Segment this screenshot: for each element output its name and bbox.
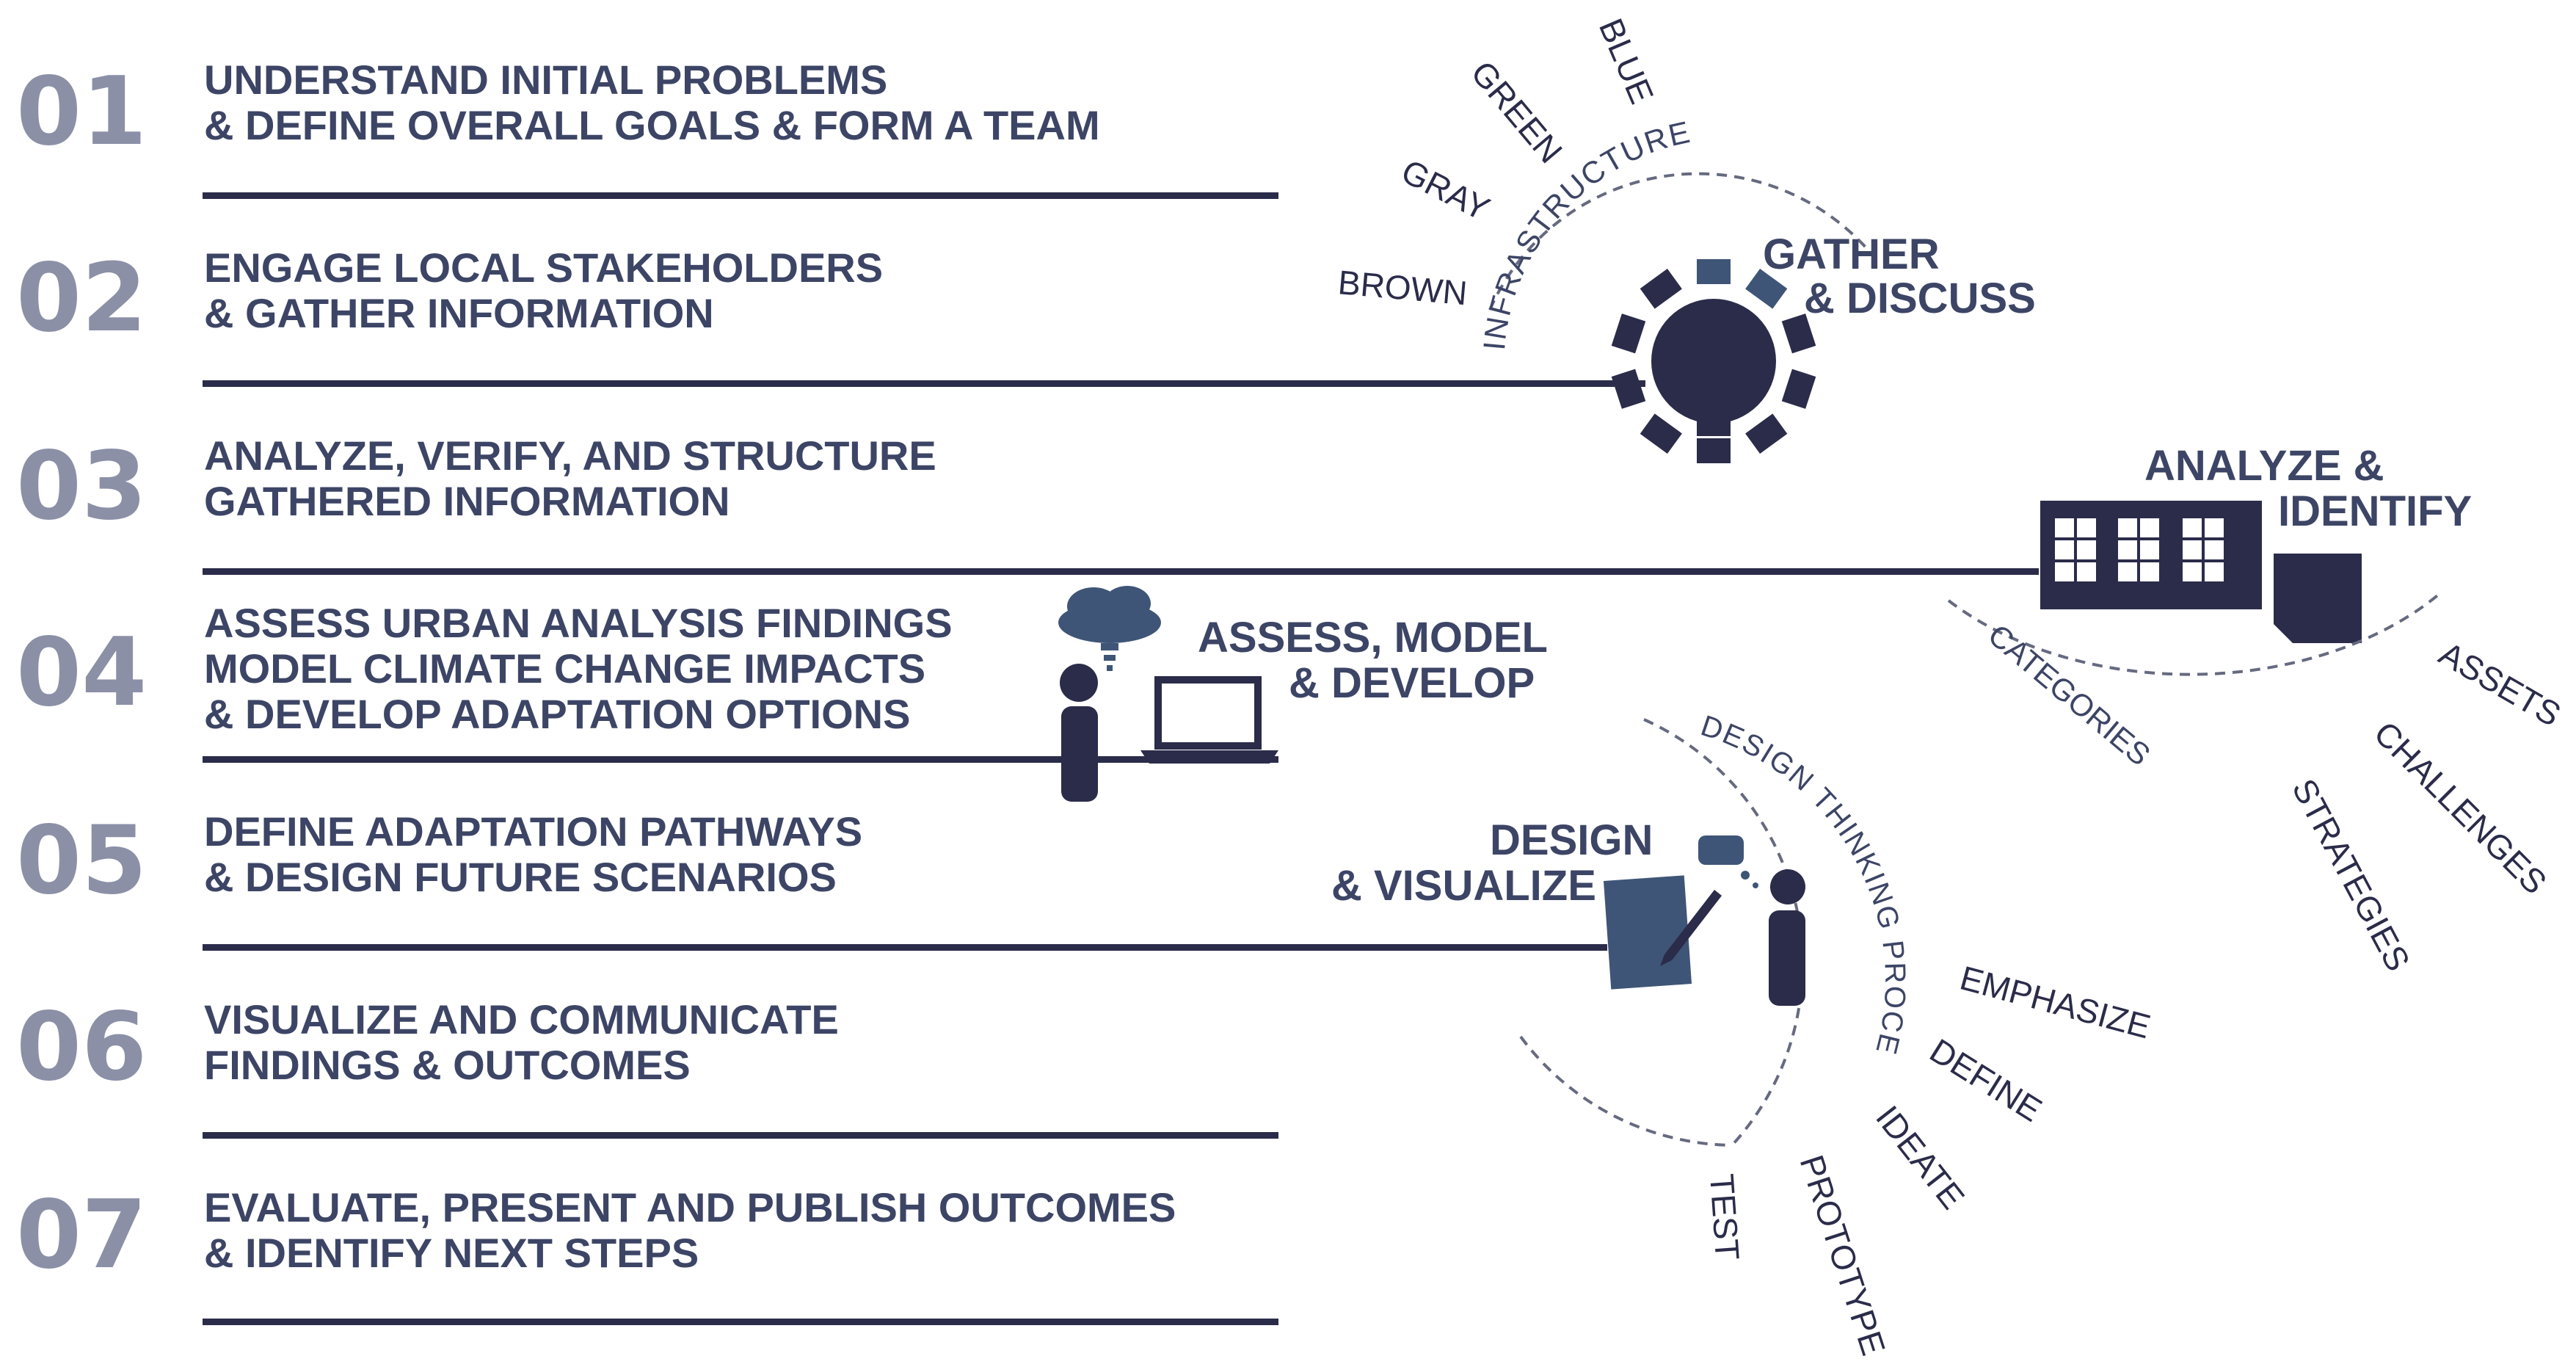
assess-model-cluster: ASSESS, MODEL & DEVELOP xyxy=(1058,586,1548,802)
sketchpad-icon xyxy=(1603,875,1722,990)
step-text-line: FINDINGS & OUTCOMES xyxy=(204,1042,691,1088)
step-text-line: & DEVELOP ADAPTATION OPTIONS xyxy=(204,691,910,737)
gather-title-line1: GATHER xyxy=(1763,231,1940,278)
design-title-line2: & VISUALIZE xyxy=(1331,862,1596,910)
step-number: 07 xyxy=(16,1181,147,1290)
design-title-line1: DESIGN xyxy=(1490,816,1653,864)
designer-person-icon xyxy=(1769,869,1805,1006)
step-divider xyxy=(203,568,2039,575)
arc-label-text: INFRASTRUCTURE xyxy=(1477,115,1692,352)
step-divider xyxy=(203,192,1278,199)
category-blue: BLUE xyxy=(1592,13,1662,109)
step-number: 03 xyxy=(16,432,147,541)
step-text-line: UNDERSTAND INITIAL PROBLEMS xyxy=(204,57,887,103)
category-strategies: STRATEGIES xyxy=(2285,772,2417,977)
category-gray: GRAY xyxy=(1395,152,1496,228)
step-02: 02 ENGAGE LOCAL STAKEHOLDERS & GATHER IN… xyxy=(16,244,1645,387)
person-icon xyxy=(1060,664,1098,802)
laptop-icon xyxy=(1140,676,1278,764)
category-green: GREEN xyxy=(1463,54,1570,170)
sticky-notes-board-icon xyxy=(2040,501,2262,609)
step-text-line: ENGAGE LOCAL STAKEHOLDERS xyxy=(204,244,883,291)
step-text-line: & GATHER INFORMATION xyxy=(204,290,714,336)
gather-discuss-cluster: INFRASTRUCTURE BLUE GREEN GRAY BROWN GAT… xyxy=(1336,13,2036,463)
step-divider xyxy=(203,756,1278,763)
step-text-line: & DESIGN FUTURE SCENARIOS xyxy=(204,854,837,900)
speech-bubble-icon xyxy=(1698,835,1758,888)
stage-ideate: IDEATE xyxy=(1869,1098,1972,1216)
category-assets: ASSETS xyxy=(2433,634,2567,734)
step-text-line: EVALUATE, PRESENT AND PUBLISH OUTCOMES xyxy=(204,1184,1176,1230)
step-text-line: MODEL CLIMATE CHANGE IMPACTS xyxy=(204,645,925,692)
step-text-line: ASSESS URBAN ANALYSIS FINDINGS xyxy=(204,600,953,646)
step-text-line: VISUALIZE AND COMMUNICATE xyxy=(204,996,839,1043)
step-divider xyxy=(203,944,1607,951)
step-03: 03 ANALYZE, VERIFY, AND STRUCTURE GATHER… xyxy=(16,432,2039,575)
category-brown: BROWN xyxy=(1336,263,1469,312)
step-number: 04 xyxy=(16,618,147,728)
thought-cloud-icon xyxy=(1058,586,1161,671)
step-04: 04 ASSESS URBAN ANALYSIS FINDINGS MODEL … xyxy=(16,600,1278,763)
categories-arc xyxy=(1947,592,2442,676)
round-table-icon xyxy=(1611,259,1816,463)
step-05: 05 DEFINE ADAPTATION PATHWAYS & DESIGN F… xyxy=(16,806,1607,951)
category-challenges: CHALLENGES xyxy=(2367,714,2555,902)
stage-define: DEFINE xyxy=(1924,1031,2049,1128)
step-text-line: GATHERED INFORMATION xyxy=(204,478,730,524)
step-number: 05 xyxy=(16,806,147,915)
step-01: 01 UNDERSTAND INITIAL PROBLEMS & DEFINE … xyxy=(16,57,1278,199)
analyze-identify-cluster: ANALYZE & IDENTIFY CATEGORIES ASSETS CHA… xyxy=(1947,442,2567,977)
step-divider xyxy=(203,1132,1278,1139)
step-06: 06 VISUALIZE AND COMMUNICATE FINDINGS & … xyxy=(16,993,1278,1139)
analyze-title-line1: ANALYZE & xyxy=(2144,442,2384,490)
step-07: 07 EVALUATE, PRESENT AND PUBLISH OUTCOME… xyxy=(16,1181,1278,1325)
gather-title-line2: & DISCUSS xyxy=(1804,275,2036,322)
step-text-line: & IDENTIFY NEXT STEPS xyxy=(204,1230,699,1276)
step-divider xyxy=(203,380,1645,387)
note-card-icon xyxy=(2274,554,2362,643)
step-number: 02 xyxy=(16,244,147,353)
stage-emphasize: EMPHASIZE xyxy=(1956,958,2154,1045)
step-text-line: DEFINE ADAPTATION PATHWAYS xyxy=(204,808,862,855)
infrastructure-arc-label: INFRASTRUCTURE xyxy=(1477,115,1694,352)
step-number: 01 xyxy=(16,57,147,167)
step-number: 06 xyxy=(16,993,147,1102)
stage-test: TEST xyxy=(1703,1172,1747,1261)
categories-arc-label-text: CATEGORIES xyxy=(1982,617,2157,772)
stage-prototype: PROTOTYPE xyxy=(1792,1150,1893,1360)
design-thinking-arc-lower xyxy=(1519,1035,1733,1147)
design-thinking-arc xyxy=(1643,718,1805,1147)
assess-title-line2: & DEVELOP xyxy=(1289,659,1535,707)
assess-title-line1: ASSESS, MODEL xyxy=(1198,614,1548,661)
step-text-line: ANALYZE, VERIFY, AND STRUCTURE xyxy=(204,432,936,479)
step-text-line: & DEFINE OVERALL GOALS & FORM A TEAM xyxy=(204,102,1100,148)
step-divider xyxy=(203,1319,1278,1325)
analyze-title-line2: IDENTIFY xyxy=(2278,487,2472,535)
